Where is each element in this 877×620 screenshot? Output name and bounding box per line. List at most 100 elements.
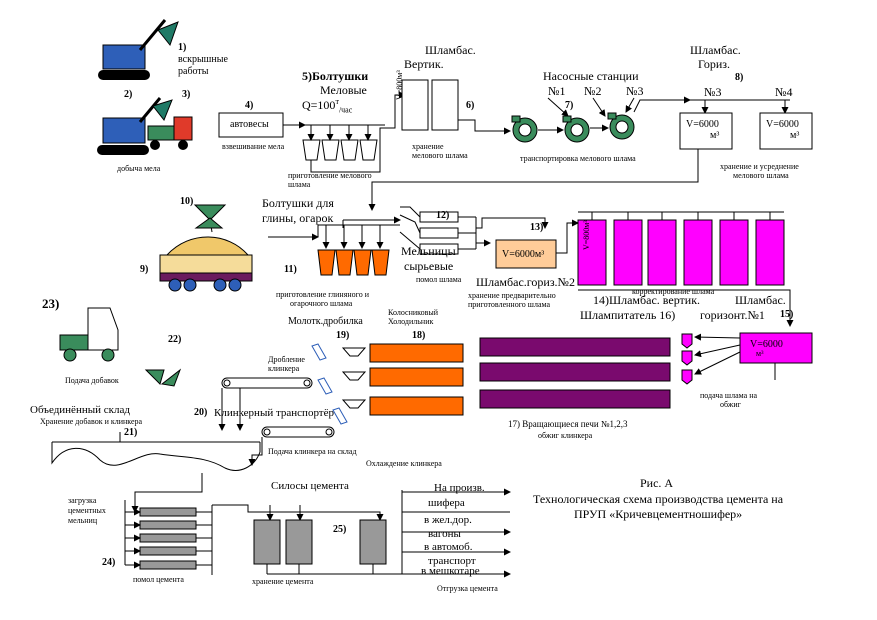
label-18: 18) <box>412 330 426 341</box>
label-4: 4) <box>245 100 254 111</box>
label-clinker-conveyor: Клинкерный транспортёр <box>214 407 334 419</box>
pump-stations <box>511 112 635 143</box>
label-5: 5)Болтушки <box>302 69 369 83</box>
label-5b: Меловые <box>320 83 367 97</box>
label-dest7: в мешкотаре <box>421 565 480 577</box>
label-crush2: клинкера <box>268 364 300 373</box>
label-dest3: в жел.дор. <box>424 514 472 526</box>
label-dest5: в автомоб. <box>424 541 473 553</box>
label-13: 13) <box>530 222 544 233</box>
label-v6000-a: V=6000 <box>686 119 719 130</box>
label-v6000-b: V=6000 <box>766 119 799 130</box>
label-dest1: На произв. <box>434 482 485 494</box>
label-prep1: приготовление мелового <box>288 171 372 180</box>
label-v6000-c: V=6000 <box>750 339 783 350</box>
label-25: 25) <box>333 524 347 535</box>
label-8: 8) <box>735 72 744 83</box>
label-capacity: Q=100т/час <box>302 97 353 115</box>
label-storeavg1: хранение и усреднение <box>720 162 799 171</box>
horizontal-basin-2 <box>495 239 557 269</box>
label-store1: хранение <box>412 142 444 151</box>
label-autoscale: автовесы <box>230 119 269 130</box>
grab-icon <box>144 368 182 387</box>
additive-truck-icon <box>59 307 119 362</box>
label-overburden-a: вскрышные <box>178 54 228 65</box>
label-m3-b: м³ <box>790 130 800 141</box>
label-19: 19) <box>336 330 350 341</box>
label-cement-grind: помол цемента <box>133 575 184 584</box>
label-v800b: V=800м³ <box>582 220 591 250</box>
label-24: 24) <box>102 557 116 568</box>
warehouse-trough <box>51 442 261 471</box>
label-hor-basin-a: Шламбас. <box>690 43 741 57</box>
label-shipping: Отгрузка цемента <box>437 584 498 593</box>
label-feed2: обжиг <box>720 400 741 409</box>
label-hor3b: горизонт.№1 <box>700 308 765 322</box>
label-clay2: глины, огарок <box>262 211 334 225</box>
label-2: 2) <box>124 89 133 100</box>
label-v6000m3: V=6000м³ <box>502 249 545 260</box>
label-correct: корректирование шлама <box>632 287 715 296</box>
label-additives: Подача добавок <box>65 376 119 385</box>
label-dest6: транспорт <box>428 555 476 567</box>
grate-coolers <box>369 343 464 416</box>
label-prep2: шлама <box>288 180 311 189</box>
label-dest2: шифера <box>428 497 465 509</box>
label-6: 6) <box>466 100 475 111</box>
label-11: 11) <box>284 264 297 275</box>
figure-title-line1: Технологическая схема производства цемен… <box>533 492 784 506</box>
label-clay1: Болтушки для <box>262 196 334 210</box>
label-mills1: Мельницы <box>401 244 456 258</box>
slurry-feeders <box>681 333 693 385</box>
label-grate2: Холодильник <box>388 317 434 326</box>
chalk-mixers <box>302 139 378 161</box>
correction-basins <box>577 219 785 286</box>
label-grind: помол шлама <box>416 275 462 284</box>
label-cement-store: хранение цемента <box>252 577 314 586</box>
label-vert-basin-b: Вертик. <box>404 57 444 71</box>
label-overburden-b: работы <box>178 66 209 77</box>
clay-mixers <box>317 249 390 276</box>
label-burning: обжиг клинкера <box>538 431 593 440</box>
label-14: 14)Шламбас. вертик. <box>593 293 701 307</box>
rotary-kilns <box>479 337 671 409</box>
figure-number: Рис. А <box>640 476 674 490</box>
label-12: 12) <box>436 210 450 221</box>
label-load2: цементных <box>68 506 106 515</box>
clay-wagon-icon <box>159 204 253 292</box>
label-grate1: Колосниковый <box>388 308 439 317</box>
label-h4: №4 <box>775 85 793 99</box>
label-feed-clinker: Подача клинкера на склад <box>268 447 357 456</box>
label-hor-basin-b: Гориз. <box>698 57 731 71</box>
label-hor3a: Шламбас. <box>735 293 786 307</box>
label-10: 10) <box>180 196 194 207</box>
label-21: 21) <box>124 427 138 438</box>
horizontal-basin-4 <box>759 112 813 150</box>
figure-title-line2: ПРУП «Кричевцементношифер» <box>574 507 743 521</box>
label-n3: №3 <box>626 84 644 98</box>
label-m3-c: м³ <box>756 349 764 358</box>
label-mills2: сырьевые <box>404 259 454 273</box>
label-kilns: 17) Вращающиеся печи №1,2,3 <box>508 419 628 429</box>
hammer-crushers <box>311 343 367 425</box>
label-transport: транспортировка мелового шлама <box>520 154 636 163</box>
label-load3: мельниц <box>68 516 98 525</box>
label-prestore1: хранение предварительно <box>468 291 556 300</box>
label-crusher: Молотк.дробилка <box>288 316 363 327</box>
label-n2: №2 <box>584 84 602 98</box>
label-dest4: вагоны <box>428 528 461 540</box>
label-weighing: взвешивание мела <box>222 142 285 151</box>
label-22: 22) <box>168 334 182 345</box>
label-storeavg2: мелового шлама <box>733 171 789 180</box>
label-n1: №1 <box>548 84 566 98</box>
label-prep-clay2: огарочного шлама <box>290 299 353 308</box>
excavator-truck-icon <box>97 97 193 155</box>
label-load1: загрузка <box>68 496 97 505</box>
excavator-icon <box>98 19 179 80</box>
label-23: 23) <box>42 296 60 311</box>
label-cooling: Охлаждение клинкера <box>366 459 442 468</box>
label-m3-a: м³ <box>710 130 720 141</box>
label-v800a: V=800м³ <box>395 70 404 100</box>
